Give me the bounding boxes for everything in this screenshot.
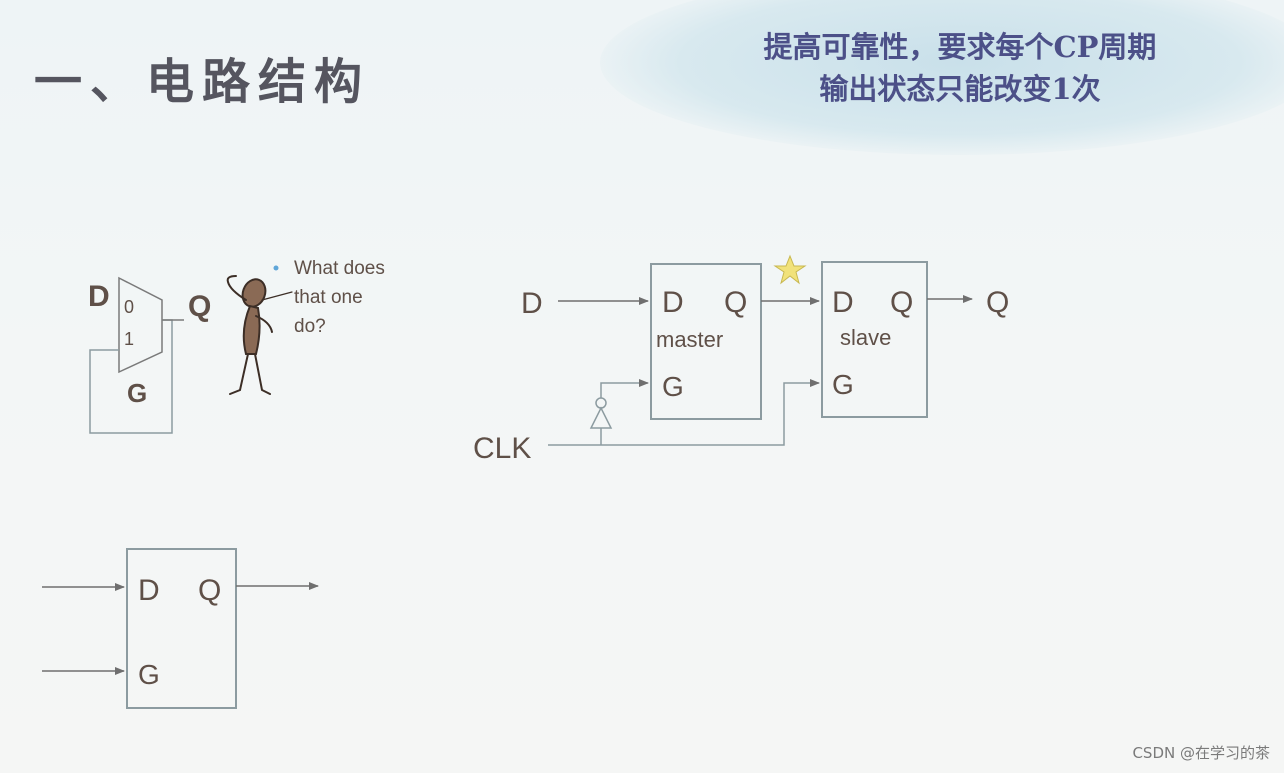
ms-q-output-label: Q [986,286,1009,319]
slave-d-label: D [832,286,854,319]
master-d-label: D [662,286,684,319]
clk-label: CLK [473,432,531,465]
slave-g-label: G [832,369,854,400]
note-cloud-background [600,0,1284,155]
ms-d-input-label: D [521,287,543,320]
star-icon [773,254,807,285]
mux-input-1: 1 [124,329,134,349]
slide-title: 一、电路结构 [34,54,371,110]
bubble-line-2: that one [294,287,363,308]
note-line-2: 输出状态只能改变1次 [819,72,1101,106]
watermark: CSDN @在学习的茶 [1132,744,1270,762]
d-latch-symbol: D Q G [42,548,319,709]
latch-symbol-q-label: Q [198,574,221,607]
master-q-label: Q [724,286,747,319]
master-latch-box [650,263,762,420]
latch-symbol-d-label: D [138,574,160,607]
reliability-note: 提高可靠性，要求每个CP周期 输出状态只能改变1次 [700,26,1220,110]
bubble-line-3: do? [294,316,326,337]
latch-symbol-box [126,548,237,709]
mux-body [118,276,163,374]
clk-inverter [589,406,613,429]
inverted-clk-wire [600,379,649,398]
slave-q-label: Q [890,286,913,319]
mux-g-label: G [127,378,147,408]
master-name-label: master [656,327,723,352]
master-g-label: G [662,371,684,402]
master-slave-flip-flop: D D Q master G D Q slave G Q CLK [473,254,1009,465]
mux-d-label: D [88,280,110,313]
slave-name-label: slave [840,325,891,350]
mux-input-0: 0 [124,297,134,317]
bubble-line-1: What does [294,258,385,279]
mux-q-label: Q [188,290,211,323]
clk-wire [548,379,820,446]
thinking-figure-icon [226,265,293,395]
slave-latch-box [821,261,928,418]
mux-latch: D 0 1 Q G [88,276,211,434]
note-line-1: 提高可靠性，要求每个CP周期 [763,30,1157,64]
latch-symbol-g-label: G [138,659,160,690]
speech-bubble-text: What does that one do? [294,258,385,337]
